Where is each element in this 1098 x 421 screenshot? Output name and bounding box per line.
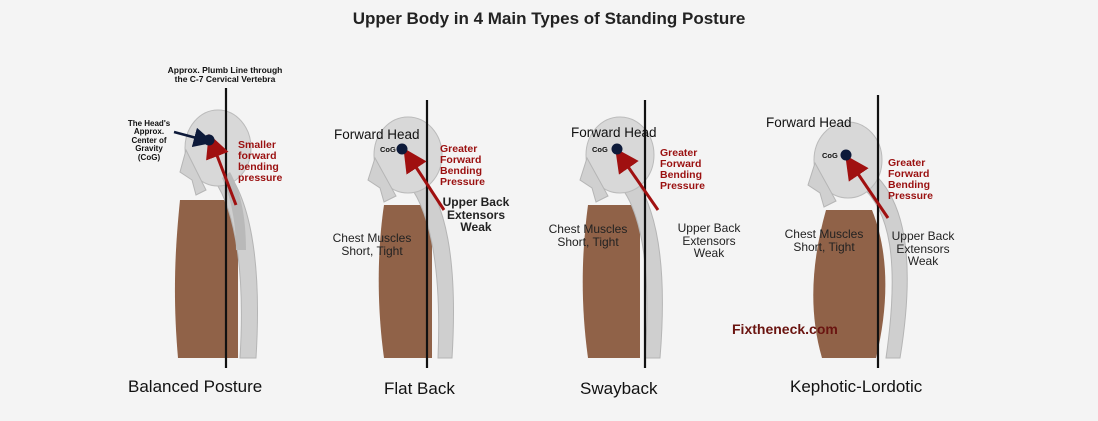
back-skeleton	[614, 169, 663, 359]
cog-pointer-arrow	[173, 127, 214, 148]
face	[579, 156, 609, 203]
back-skeleton	[209, 164, 258, 359]
pressure-arrow	[206, 133, 238, 206]
face	[807, 161, 837, 208]
cog-dot	[840, 149, 852, 161]
cog-dot	[396, 143, 408, 155]
chest-muscles-label: Chest Muscles Short, Tight	[548, 222, 628, 249]
torso-muscle	[174, 200, 238, 358]
pressure-label: Greater Forward Bending Pressure	[660, 147, 705, 193]
forward-head-label: Forward Head	[571, 125, 657, 140]
page-title: Upper Body in 4 Main Types of Standing P…	[352, 9, 746, 28]
pressure-label: Smaller forward bending pressure	[238, 139, 283, 185]
chest-muscles-label: Chest Muscles Short, Tight	[784, 227, 864, 254]
caption-balanced: Balanced Posture	[128, 377, 263, 396]
pressure-label: Greater Forward Bending Pressure	[440, 143, 485, 189]
figure-kephotic-lordotic	[807, 95, 908, 368]
cog-tag: CoG	[592, 145, 608, 154]
caption-kephotic-lordotic: Kephotic-Lordotic	[790, 377, 923, 396]
caption-swayback: Swayback	[580, 379, 658, 398]
caption-flat-back: Flat Back	[384, 379, 455, 398]
pressure-arrow	[845, 155, 890, 219]
forward-head-label: Forward Head	[766, 115, 852, 130]
pressure-label: Greater Forward Bending Pressure	[888, 157, 933, 203]
pressure-arrow	[403, 147, 446, 211]
figure-balanced	[173, 88, 258, 368]
upper-back-label: Upper Back Extensors Weak	[677, 221, 741, 261]
chest-muscles-label: Chest Muscles Short, Tight	[332, 231, 412, 258]
plumb-line-label: Approx. Plumb Line through the C-7 Cervi…	[167, 65, 283, 84]
pressure-arrow	[615, 148, 660, 211]
upper-back-label: Upper Back Extensors Weak	[442, 195, 510, 235]
cog-dot	[611, 143, 623, 155]
figure-swayback	[579, 100, 663, 368]
torso-muscle	[582, 205, 640, 358]
torso-muscle	[813, 210, 886, 358]
upper-back-label: Upper Back Extensors Weak	[891, 229, 955, 269]
face	[179, 148, 207, 196]
forward-head-label: Forward Head	[334, 127, 420, 142]
cog-label: The Head's Approx. Center of Gravity (Co…	[127, 119, 171, 162]
cog-dot	[203, 134, 215, 146]
cog-tag: CoG	[822, 151, 838, 160]
back-skeleton	[859, 171, 908, 359]
cog-tag: CoG	[380, 145, 396, 154]
face	[367, 156, 397, 203]
watermark: Fixtheneck.com	[732, 321, 838, 337]
neck-spine	[222, 172, 246, 250]
torso-muscle	[378, 205, 432, 358]
figure-flat-back	[367, 100, 454, 368]
